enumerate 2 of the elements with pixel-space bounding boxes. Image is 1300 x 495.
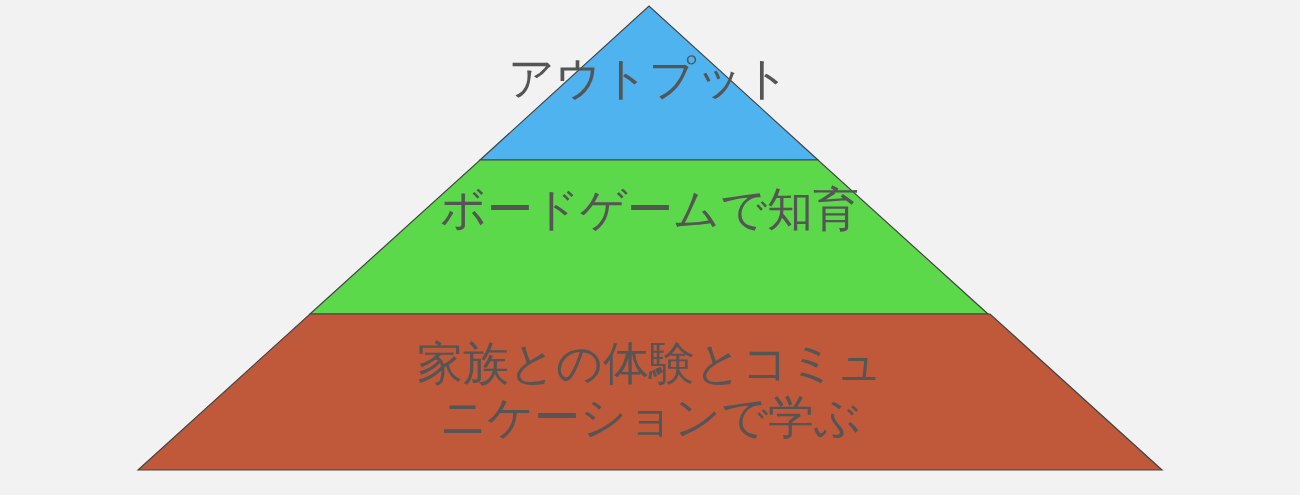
tier-label: 家族との体験とコミュニケーションで学ぶ bbox=[416, 336, 884, 444]
tier-label: ボードゲームで知育 bbox=[439, 182, 859, 236]
